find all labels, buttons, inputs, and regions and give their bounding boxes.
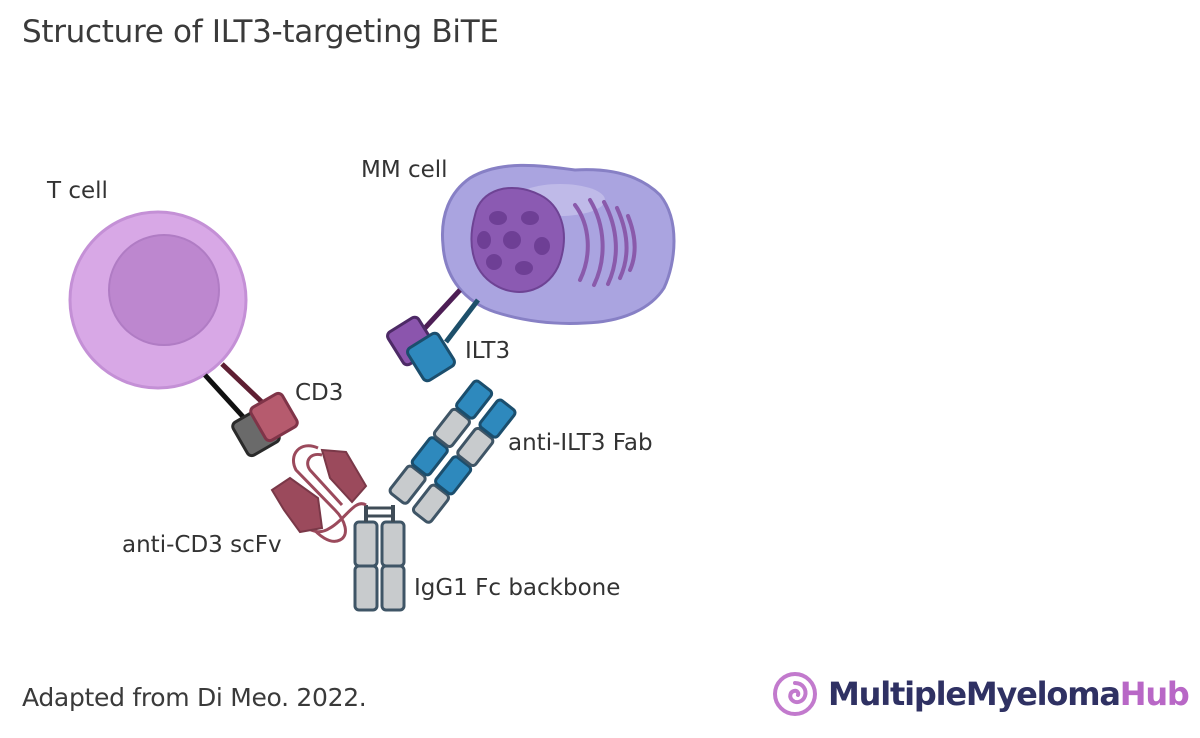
page-title: Structure of ILT3-targeting BiTE [22,14,499,50]
cd3-receptor [203,362,299,458]
logo-word-multiple: Multiple [828,675,967,713]
t-cell [68,210,248,390]
logo-word-hub: Hub [1119,675,1190,713]
mm-cell [440,163,676,325]
t-cell-label: T cell [46,178,108,204]
anti-ilt3-fab [388,379,517,524]
igg1-fc-backbone [353,505,406,612]
spiral-logo-icon [773,672,817,716]
logo-wordmark: MultipleMyelomaHub [828,675,1190,713]
ilt3-receptor [386,288,480,383]
logo-word-myeloma: Myeloma [965,675,1121,713]
anti-cd3-scfv-label: anti-CD3 scFv [122,532,282,558]
source-citation: Adapted from Di Meo. 2022. [22,683,367,712]
anti-cd3-scfv [270,444,368,543]
multiple-myeloma-hub-logo: MultipleMyelomaHub [772,668,1190,720]
cd3-label: CD3 [295,380,343,406]
anti-ilt3-fab-label: anti-ILT3 Fab [508,430,653,456]
igg1-fc-backbone-label: IgG1 Fc backbone [414,575,620,601]
ilt3-label: ILT3 [465,338,510,364]
mm-cell-label: MM cell [361,157,448,183]
